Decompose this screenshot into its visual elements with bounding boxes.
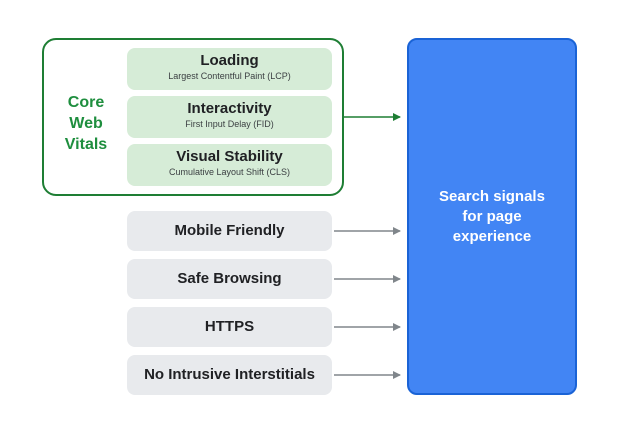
metric-subtitle: First Input Delay (FID) xyxy=(185,119,274,129)
metric-visual-stability-box: Visual Stability Cumulative Layout Shift… xyxy=(127,144,332,186)
metric-title: Visual Stability xyxy=(176,148,283,165)
metric-title: Loading xyxy=(200,52,259,69)
cwv-label-line: Vitals xyxy=(64,136,108,153)
search-signals-target-box: Search signals for page experience xyxy=(407,38,577,395)
cwv-label-line: Core xyxy=(67,94,105,111)
cwv-label-line: Web xyxy=(69,115,103,132)
signal-no-intrusive-interstitials-box: No Intrusive Interstitials xyxy=(127,355,332,395)
core-web-vitals-label: Core Web Vitals xyxy=(46,92,126,155)
signal-safe-browsing-box: Safe Browsing xyxy=(127,259,332,299)
signal-mobile-friendly-box: Mobile Friendly xyxy=(127,211,332,251)
metric-interactivity-box: Interactivity First Input Delay (FID) xyxy=(127,96,332,138)
signal-https-box: HTTPS xyxy=(127,307,332,347)
metric-loading-box: Loading Largest Contentful Paint (LCP) xyxy=(127,48,332,90)
metric-title: Interactivity xyxy=(187,100,272,117)
metric-subtitle: Cumulative Layout Shift (CLS) xyxy=(168,167,291,177)
metric-subtitle: Largest Contentful Paint (LCP) xyxy=(168,71,291,81)
